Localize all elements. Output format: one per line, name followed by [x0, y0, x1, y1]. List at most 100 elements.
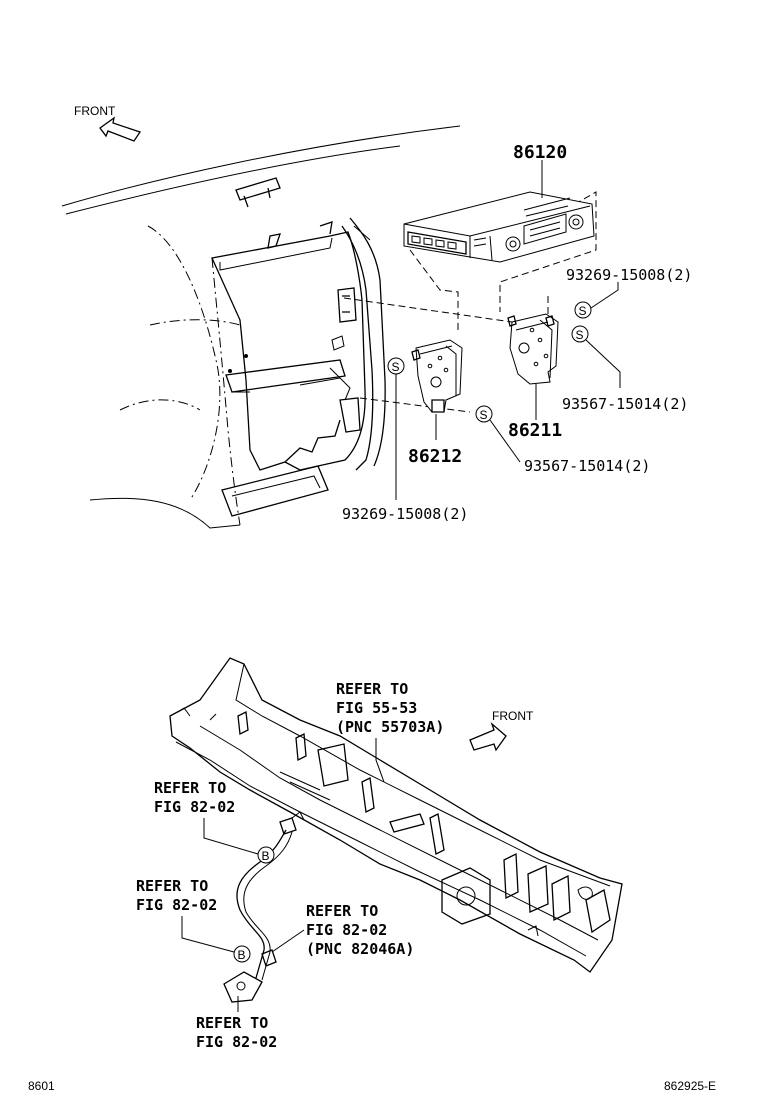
wire-harness-2	[243, 831, 293, 981]
leader-ref-b	[181, 916, 235, 953]
console-bottom-jag	[284, 419, 341, 463]
bracket-left	[411, 339, 463, 413]
rib-7	[279, 771, 331, 801]
console-slot-1	[267, 233, 281, 249]
window-1	[503, 852, 519, 900]
svg-text:S: S	[392, 360, 400, 374]
ref-b-line1: REFER TO	[136, 877, 208, 895]
console-tab-lower	[339, 397, 361, 433]
ref-c-line3: (PNC 82046A)	[306, 940, 414, 958]
dash-bracket-left-screw	[359, 397, 471, 413]
dashboard-top-edge	[61, 125, 461, 207]
ground-bracket	[223, 971, 263, 1003]
console-opening	[211, 231, 366, 471]
console-inner-top	[219, 237, 333, 271]
clip-dot-2	[244, 354, 248, 358]
console-lower-pocket-inner	[231, 475, 321, 497]
defroster-vent	[235, 177, 281, 208]
bracket-right	[507, 313, 559, 385]
ref-d-line2: FIG 82-02	[196, 1033, 277, 1051]
console-lower-pocket	[221, 465, 329, 517]
leader-ref-a	[203, 818, 259, 855]
small-tab-right	[527, 925, 539, 937]
console-shelf	[225, 359, 346, 393]
reinforcement-inner-edge	[199, 725, 599, 941]
radio-unit	[403, 191, 595, 263]
right-end-oval	[577, 886, 593, 900]
ref-top-line3: (PNC 55703A)	[336, 718, 444, 736]
svg-text:S: S	[579, 304, 587, 318]
screw-symbol-left: S	[387, 357, 405, 375]
rib-1	[237, 711, 249, 735]
dash-radio-box	[497, 191, 597, 312]
ref-top-line1: REFER TO	[336, 680, 408, 698]
svg-text:S: S	[576, 328, 584, 342]
screw-symbol-mid: S	[475, 405, 493, 423]
window-2	[527, 865, 549, 913]
dashboard-dashed-mid	[149, 319, 241, 326]
front-label-lower: FRONT	[492, 709, 534, 723]
reinforcement-lower-edge	[175, 741, 587, 957]
ground-bracket-hole	[236, 981, 246, 991]
console-shelf-under	[232, 377, 341, 393]
dash-radio-to-console	[343, 297, 513, 323]
part-number-screw-mid: 93567-15014(2)	[524, 457, 650, 475]
window-3	[551, 874, 571, 922]
leader-screw-lower-right	[585, 339, 621, 388]
part-number-86211: 86211	[508, 420, 562, 441]
rib-4	[361, 777, 375, 813]
wire-clip-top	[279, 817, 297, 835]
rib-6	[429, 813, 445, 855]
upper-illustration: FRONT	[61, 104, 692, 529]
footer-left-code: 8601	[28, 1079, 55, 1093]
front-arrow-icon	[99, 116, 142, 142]
svg-text:B: B	[262, 849, 270, 863]
dash-radio-left-down	[409, 249, 459, 330]
screw-symbol-upper-right: S	[574, 301, 592, 319]
leader-screw-mid	[489, 419, 521, 463]
console-small-tab	[331, 335, 345, 351]
svg-text:B: B	[238, 948, 246, 962]
leader-ref-c	[271, 929, 305, 953]
mount-plate	[441, 867, 491, 925]
front-label-upper: FRONT	[74, 104, 116, 118]
right-end-cap	[585, 888, 611, 934]
wire-clip-bottom	[261, 949, 277, 967]
screw-symbol-lower-right: S	[571, 325, 589, 343]
part-number-screw-upper-right: 93269-15008(2)	[566, 266, 692, 284]
part-number-screw-lower-right: 93567-15014(2)	[562, 395, 688, 413]
rib-5	[389, 813, 425, 833]
rib-8	[177, 707, 217, 721]
reinforcement-top-edge	[235, 663, 611, 887]
rib-2	[295, 732, 307, 762]
rib-3	[317, 743, 349, 787]
bolt-symbol-lower: B	[233, 945, 251, 963]
dashboard-dashed-lower	[119, 399, 201, 411]
dashboard-bottom-curve	[89, 497, 241, 529]
dashboard-top-edge-inner	[65, 145, 401, 215]
svg-text:S: S	[480, 408, 488, 422]
reinforcement-outline	[169, 657, 623, 973]
console-shelf-diagonal	[329, 367, 351, 401]
leader-screw-upper-right	[590, 282, 619, 309]
footer-right-code: 862925-E	[664, 1079, 716, 1093]
lower-illustration: FRONT	[136, 657, 623, 1051]
wire-harness	[236, 829, 287, 979]
ref-c-line1: REFER TO	[306, 902, 378, 920]
ref-a-line1: REFER TO	[154, 779, 226, 797]
part-number-screw-left: 93269-15008(2)	[342, 505, 468, 523]
console-side-right	[341, 225, 374, 471]
mount-plate-hole	[456, 886, 476, 906]
ref-a-line2: FIG 82-02	[154, 798, 235, 816]
wire-connector-top	[291, 811, 305, 821]
part-number-86120: 86120	[513, 142, 567, 163]
ref-c-line2: FIG 82-02	[306, 921, 387, 939]
ref-b-line2: FIG 82-02	[136, 896, 217, 914]
ref-top-line2: FIG 55-53	[336, 699, 417, 717]
leader-ref-top	[375, 738, 385, 783]
ref-d-line1: REFER TO	[196, 1014, 268, 1032]
console-tab-upper	[337, 287, 357, 323]
dashboard-dashed-left	[147, 225, 221, 501]
console-side-right-edge	[353, 225, 371, 241]
